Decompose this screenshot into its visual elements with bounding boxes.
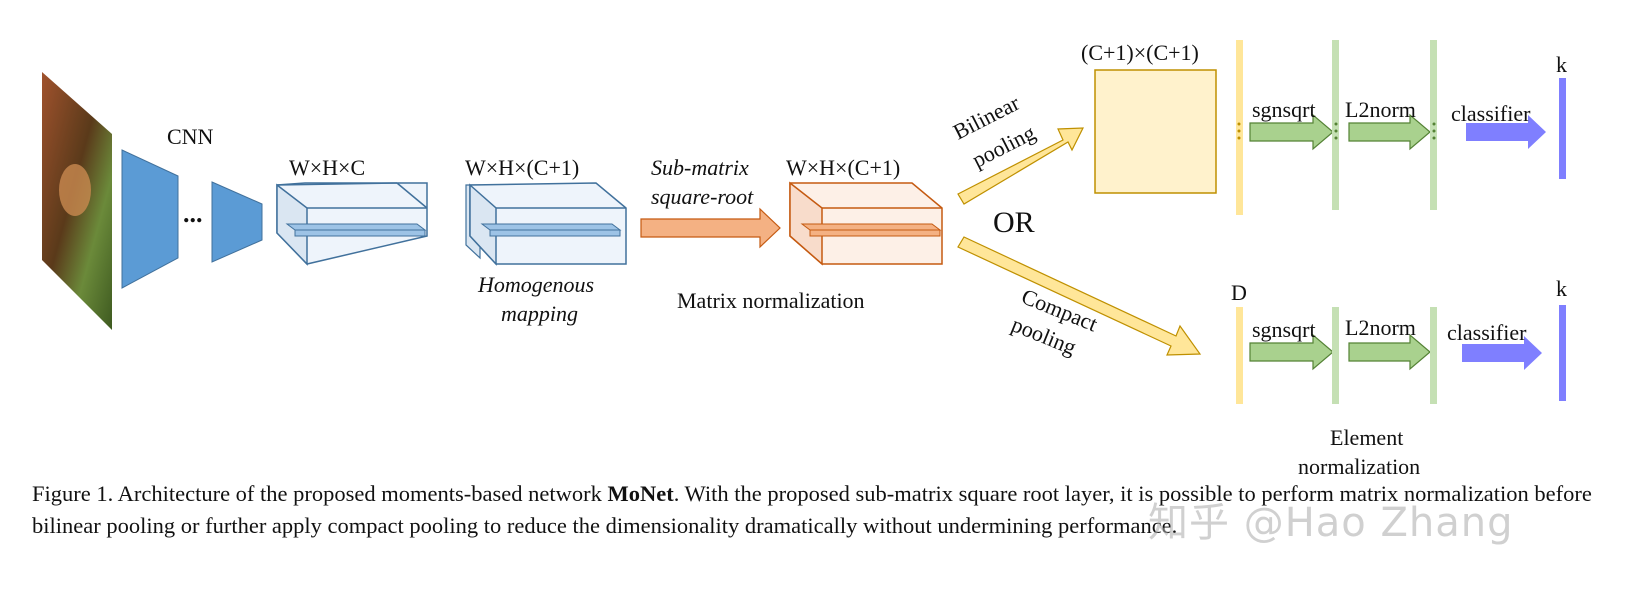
classifier-top-label: classifier	[1451, 101, 1531, 126]
sgnsqrt-top-label: sgnsqrt	[1252, 97, 1316, 122]
k-top-label: k	[1556, 52, 1567, 77]
element-normalization-label: normalization	[1298, 454, 1420, 479]
figure-caption: Figure 1. Architecture of the proposed m…	[32, 478, 1612, 542]
cnn-label: CNN	[167, 124, 214, 149]
feature-tensor-homogenous	[465, 182, 627, 266]
top-branch	[1236, 40, 1566, 215]
or-label: OR	[993, 206, 1035, 239]
whc1-label-homog: W×H×(C+1)	[465, 155, 579, 180]
caption-suffix: . With the proposed sub-matrix square ro…	[32, 481, 1592, 538]
normalized-tensor	[789, 181, 943, 266]
caption-model-name: MoNet	[607, 481, 674, 506]
compact-pooling-arrow	[957, 236, 1202, 356]
bilinear-pooling-arrow	[957, 127, 1084, 205]
square-root-label: square-root	[651, 184, 754, 209]
sgnsqrt-bottom-label: sgnsqrt	[1252, 317, 1316, 342]
submatrix-label: Sub-matrix	[651, 155, 749, 180]
cnn-dots: ...	[183, 199, 203, 228]
k-bottom-label: k	[1556, 276, 1567, 301]
whc-label: W×H×C	[289, 155, 365, 180]
bottom-branch	[1236, 305, 1566, 404]
bilinear-matrix	[1094, 69, 1217, 194]
caption-prefix: Figure 1. Architecture of the proposed m…	[32, 481, 608, 506]
l2norm-bottom-label: L2norm	[1345, 315, 1416, 340]
whc1-label-norm: W×H×(C+1)	[786, 155, 900, 180]
homogenous-label: Homogenous	[477, 272, 594, 297]
element-label: Element	[1330, 425, 1403, 450]
matrix-normalization-label: Matrix normalization	[677, 288, 865, 313]
input-image	[42, 72, 112, 330]
d-label: D	[1231, 280, 1247, 305]
classifier-bottom-label: classifier	[1447, 320, 1527, 345]
watermark: 知乎 @Hao Zhang	[1148, 500, 1514, 546]
submatrix-sqrt-arrow	[640, 207, 781, 249]
mapping-label: mapping	[501, 301, 578, 326]
cnn-block	[121, 149, 263, 289]
c1c1-label: (C+1)×(C+1)	[1081, 40, 1199, 65]
feature-tensor-whc	[276, 182, 428, 266]
l2norm-top-label: L2norm	[1345, 97, 1416, 122]
